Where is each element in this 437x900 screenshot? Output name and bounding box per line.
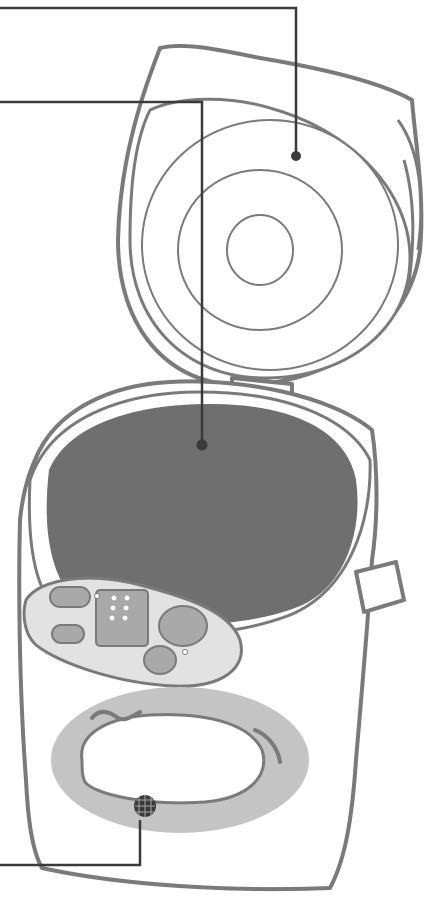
panel-button-round [144, 646, 176, 674]
callout-dot-inner-container [197, 440, 208, 451]
panel-button-left-bottom [52, 625, 84, 643]
base-assembly [52, 688, 308, 832]
panel-small-dot [95, 594, 100, 599]
heater-pad [82, 715, 264, 803]
bottom-sensor [134, 795, 156, 817]
panel-display [96, 590, 148, 646]
panel-small-dot [183, 650, 188, 655]
lid-center-valve [227, 215, 293, 285]
side-handle [356, 562, 404, 612]
lid [118, 46, 421, 385]
callout-dot-lid [291, 151, 301, 161]
panel-button-large [159, 606, 207, 646]
panel-button-left-top [50, 587, 90, 607]
